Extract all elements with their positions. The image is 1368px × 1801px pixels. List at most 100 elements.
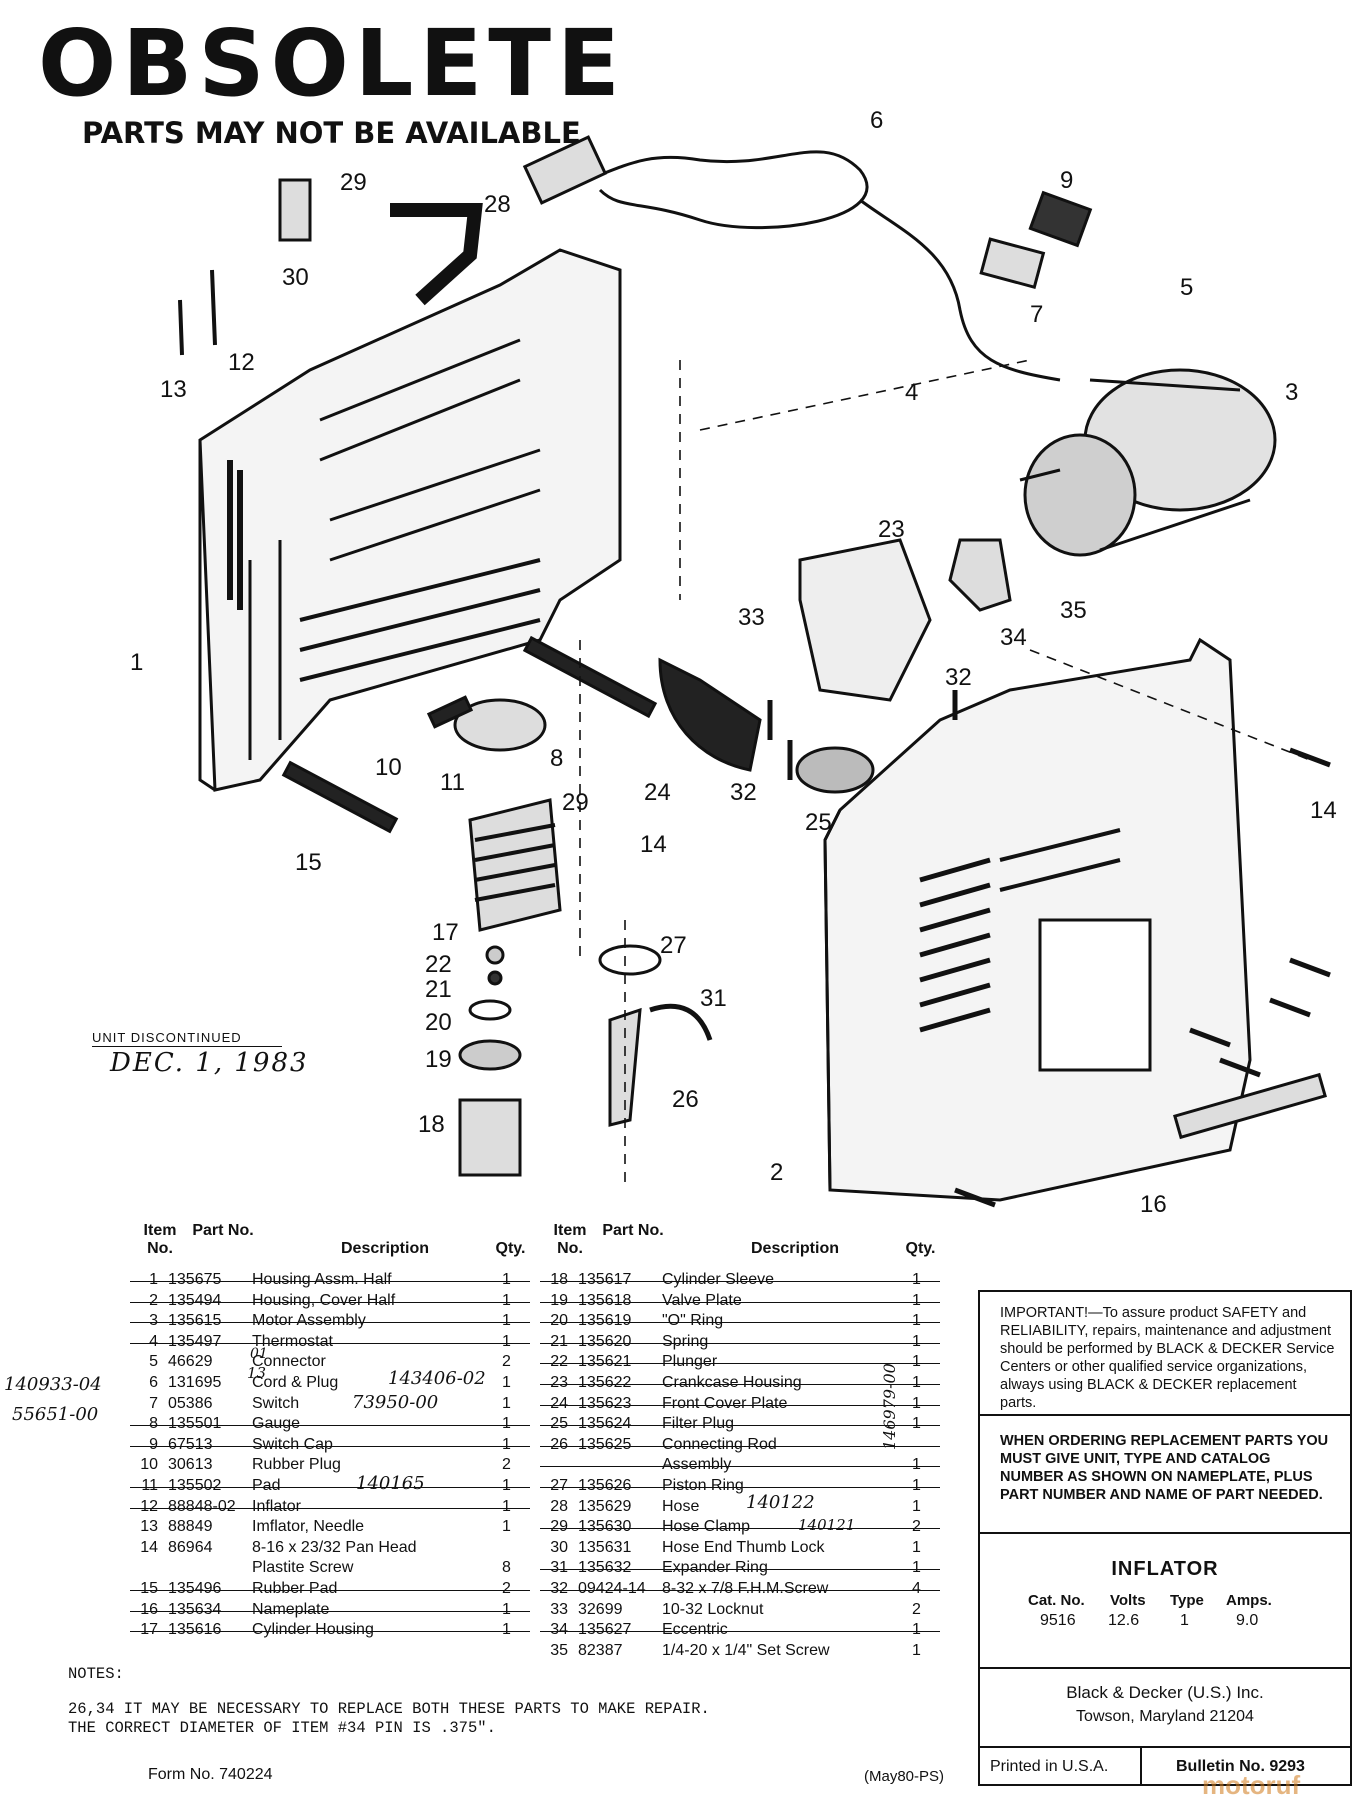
discontinued-date: DEC. 1, 1983: [110, 1048, 309, 1078]
part-quantity: 1: [502, 1600, 511, 1618]
part-quantity: 1: [912, 1641, 921, 1659]
handwritten-item6-desc: 143406-02: [388, 1368, 486, 1389]
piston-ring-drawing: [598, 944, 662, 976]
item-number: 34: [550, 1621, 568, 1639]
callout-number: 1: [130, 649, 143, 676]
item-number: 18: [550, 1271, 568, 1288]
part-description: Eccentric: [662, 1621, 728, 1639]
company-name: Black & Decker (U.S.) Inc.: [1066, 1683, 1264, 1702]
part-number: 135618: [578, 1291, 632, 1309]
callout-number: 15: [295, 849, 322, 876]
part-number: 05386: [168, 1394, 213, 1412]
callout-number: 24: [644, 779, 671, 806]
part-number: 46629: [168, 1353, 213, 1371]
part-quantity: 1: [912, 1456, 921, 1474]
part-description: Connecting Rod: [662, 1435, 777, 1453]
callout-number: 9: [1060, 167, 1073, 194]
part-number: 86964: [168, 1538, 213, 1556]
callout-number: 28: [484, 191, 511, 218]
part-number: 135632: [578, 1559, 632, 1577]
part-quantity: 1: [502, 1518, 511, 1536]
handwritten-item5-suffix: 01: [250, 1346, 268, 1362]
item-number: 26: [550, 1435, 568, 1453]
callout-number: 3: [1285, 379, 1298, 406]
valve-plate-drawing: [458, 1039, 522, 1071]
handwritten-item6-part-suffix: 13: [247, 1364, 267, 1382]
item-number: 17: [140, 1621, 158, 1639]
o-ring-drawing: [468, 999, 512, 1021]
part-number: 135627: [578, 1621, 632, 1639]
callout-number: 16: [1140, 1191, 1167, 1218]
part-quantity: 1: [912, 1559, 921, 1577]
part-description: Expander Ring: [662, 1559, 768, 1577]
part-description: Gauge: [252, 1415, 301, 1433]
part-description: Motor Assembly: [252, 1312, 366, 1330]
item-number: 9: [149, 1435, 158, 1453]
part-description: Nameplate: [252, 1600, 330, 1618]
spec-header-volts: Volts: [1110, 1592, 1146, 1609]
handwritten-item6-prefix: 140933-04: [4, 1374, 102, 1395]
callout-number: 13: [160, 376, 187, 403]
callout-number: 6: [870, 107, 883, 134]
watermark-logo: motoruf: [1202, 1770, 1301, 1800]
notes-line-1: 26,34 IT MAY BE NECESSARY TO REPLACE BOT…: [68, 1700, 710, 1718]
part-description: Cylinder Sleeve: [662, 1271, 775, 1288]
part-description: Assembly: [662, 1456, 732, 1474]
company-address: Towson, Maryland 21204: [1076, 1708, 1254, 1725]
part-description: "O" Ring: [662, 1312, 724, 1330]
parts-table-header: Item No. Part No. Description Qty.: [130, 1222, 530, 1270]
part-description: Valve Plate: [662, 1291, 742, 1309]
item-number-header: Item No.: [143, 1222, 177, 1257]
part-number: 135501: [168, 1415, 222, 1433]
ordering-instructions: WHEN ORDERING REPLACEMENT PARTS YOU MUST…: [1000, 1433, 1329, 1503]
important-notice: IMPORTANT!—To assure product SAFETY and …: [1000, 1305, 1335, 1411]
part-quantity: 2: [502, 1456, 511, 1474]
part-quantity: 1: [502, 1394, 511, 1412]
part-number: 135629: [578, 1497, 632, 1515]
part-number: 82387: [578, 1641, 623, 1659]
item-number: 12: [140, 1497, 158, 1515]
expander-ring-drawing: [649, 1003, 713, 1041]
part-quantity: 1: [912, 1621, 921, 1639]
cord-and-plug-drawing: [522, 135, 1061, 382]
part-description: 10-32 Locknut: [662, 1600, 764, 1618]
part-description: Inflator: [252, 1497, 301, 1515]
part-quantity: 1: [502, 1373, 511, 1391]
part-number: 135615: [168, 1312, 222, 1330]
spec-header-cat: Cat. No.: [1028, 1592, 1085, 1609]
part-number: 135620: [578, 1332, 632, 1350]
part-description: Plunger: [662, 1353, 718, 1371]
spec-header-amps: Amps.: [1226, 1592, 1272, 1609]
part-description: Rubber Pad: [252, 1579, 338, 1597]
cylinder-sleeve-drawing: [458, 1098, 522, 1177]
cover-half-drawing: [823, 637, 1252, 1202]
item-number: 7: [149, 1394, 158, 1412]
item-number: 31: [550, 1559, 568, 1577]
part-quantity: 1: [912, 1332, 921, 1350]
description-header: Description: [750, 1240, 839, 1257]
part-description: Hose Clamp: [662, 1518, 751, 1536]
part-description: Housing, Cover Half: [252, 1291, 396, 1309]
part-quantity: 1: [912, 1497, 921, 1515]
callout-number: 4: [905, 379, 918, 406]
spring-drawing: [485, 945, 505, 965]
handwritten-item12-desc: 140165: [356, 1473, 425, 1494]
table-row: Assembly 1: [540, 1455, 940, 1476]
item-number: 35: [550, 1641, 568, 1659]
callout-number: 23: [878, 516, 905, 543]
callout-number: 18: [418, 1111, 445, 1138]
part-number-header: Part No.: [602, 1222, 664, 1239]
